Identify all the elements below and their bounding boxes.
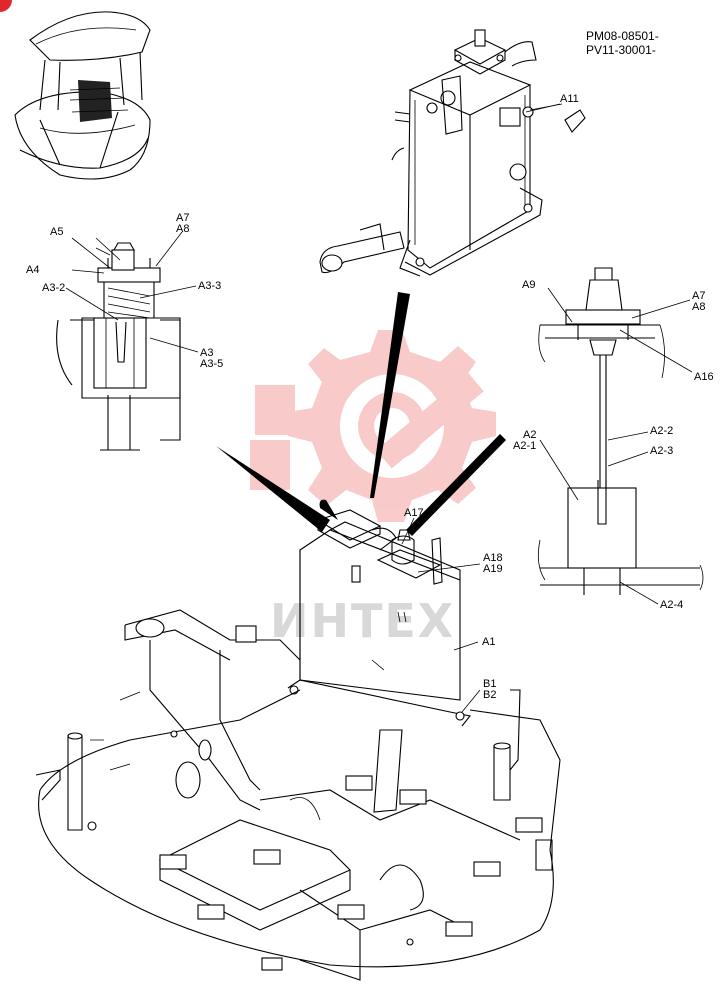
label-A7-left: A7: [176, 212, 190, 224]
label-A2-1: A2-1: [513, 440, 537, 452]
tank-assembly-center: [287, 499, 471, 813]
label-A2-4: A2-4: [660, 599, 684, 611]
label-A19: A19: [483, 563, 503, 575]
leader-lines: [65, 103, 693, 713]
serial-range-line-1: PM08-08501-: [586, 29, 659, 43]
label-A3-2: A3-2: [42, 282, 66, 294]
label-A8-right: A8: [692, 301, 706, 313]
gear-wrench-icon: [250, 330, 496, 522]
label-A1: A1: [482, 636, 496, 648]
label-A2: A2: [523, 429, 537, 441]
label-A4: A4: [26, 264, 40, 276]
label-A3: A3: [200, 347, 214, 359]
label-A11: A11: [560, 93, 579, 105]
tank-top-view: [319, 29, 586, 277]
label-A3-5: A3-5: [200, 358, 224, 370]
cap-detail-left: [56, 237, 181, 451]
cap-detail-right: [537, 267, 704, 595]
upper-frame: [35, 609, 561, 981]
label-B2: B2: [483, 689, 497, 701]
label-A17: A17: [404, 507, 424, 519]
callout-wedges: [216, 292, 506, 536]
label-A16: A16: [694, 371, 714, 383]
label-A7-right: A7: [692, 290, 706, 302]
label-B1: B1: [483, 678, 497, 690]
label-A3-3: A3-3: [198, 280, 222, 292]
label-A9: A9: [522, 279, 536, 291]
label-A18: A18: [483, 552, 503, 564]
label-A2-2: A2-2: [650, 425, 674, 437]
label-A2-3: A2-3: [650, 445, 674, 457]
label-A5: A5: [50, 226, 64, 238]
serial-range-line-2: PV11-30001-: [586, 43, 656, 57]
label-A8-left: A8: [176, 223, 190, 235]
excavator-cab-thumbnail: [14, 11, 151, 180]
